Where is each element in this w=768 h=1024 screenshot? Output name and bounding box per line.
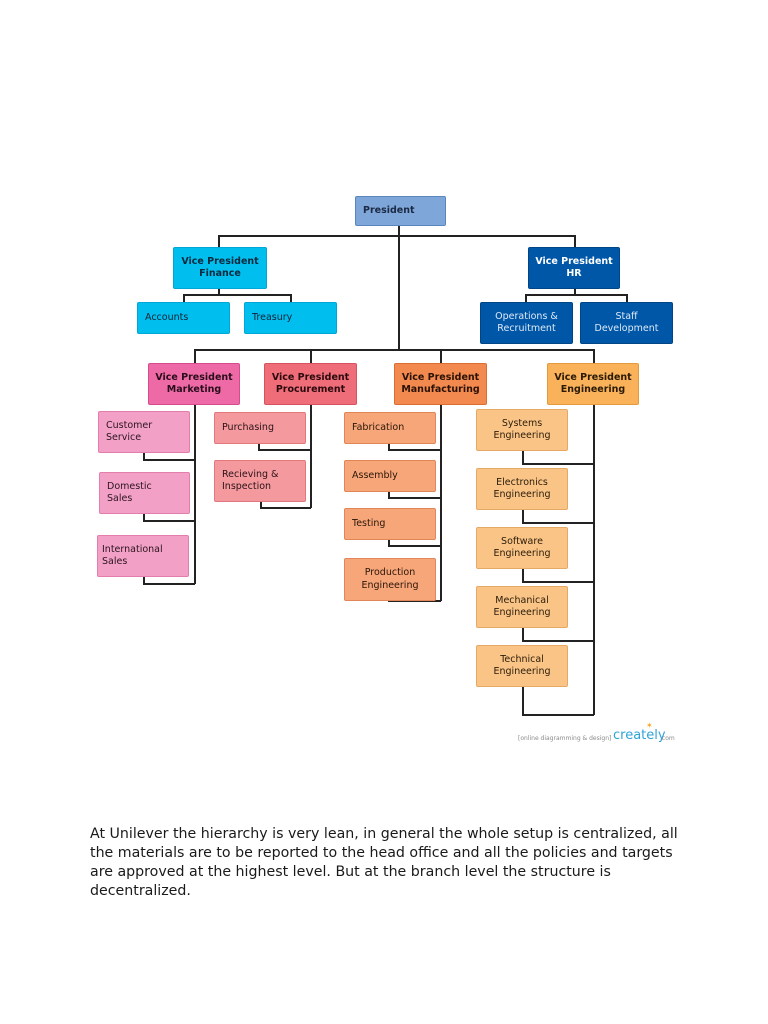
connector [522, 581, 594, 583]
connector [388, 539, 390, 546]
domestic-sales-box: Domestic Sales [99, 472, 190, 514]
accounts-box: Accounts [137, 302, 230, 334]
connector [183, 294, 291, 296]
connector [143, 452, 145, 460]
vp-finance-box: Vice President Finance [173, 247, 267, 289]
operations-recruitment-box: Operations & Recruitment [480, 302, 573, 344]
connector [522, 569, 524, 582]
connector [522, 451, 524, 464]
connector [194, 349, 594, 351]
connector [388, 449, 441, 451]
connector [593, 405, 595, 715]
production-engineering-box: Production Engineering [344, 558, 436, 601]
connector [218, 235, 220, 247]
connector [388, 443, 390, 450]
treasury-box: Treasury [244, 302, 337, 334]
connector [143, 520, 195, 522]
watermark-suffix: .com [660, 735, 675, 742]
systems-engineering-box: Systems Engineering [476, 409, 568, 451]
connector [194, 349, 196, 363]
connector [143, 576, 145, 584]
connector [440, 349, 442, 363]
connector [522, 640, 594, 642]
connector [525, 294, 527, 302]
testing-box: Testing [344, 508, 436, 540]
connector [194, 405, 196, 584]
vp-manufacturing-box: Vice President Manufacturing [394, 363, 487, 405]
connector [310, 405, 312, 508]
connector [388, 545, 441, 547]
connector [183, 294, 185, 302]
connector [522, 714, 594, 716]
vp-engineering-box: Vice President Engineering [547, 363, 639, 405]
purchasing-box: Purchasing [214, 412, 306, 444]
connector [258, 443, 260, 450]
connector [260, 502, 262, 508]
watermark-tagline: [online diagramming & design] [518, 735, 612, 742]
international-sales-box: International Sales [97, 535, 189, 577]
connector [593, 349, 595, 363]
connector [522, 522, 594, 524]
staff-development-box: Staff Development [580, 302, 673, 344]
assembly-box: Assembly [344, 460, 436, 492]
fabrication-box: Fabrication [344, 412, 436, 444]
connector [398, 226, 400, 350]
vp-procurement-box: Vice President Procurement [264, 363, 357, 405]
creately-logo: creately [613, 728, 666, 743]
electronics-engineering-box: Electronics Engineering [476, 468, 568, 510]
connector [218, 289, 220, 295]
connector [388, 491, 390, 498]
connector [525, 294, 627, 296]
president-box: President [355, 196, 446, 226]
connector [290, 294, 292, 302]
software-engineering-box: Software Engineering [476, 527, 568, 569]
star-icon: ✶ [646, 721, 653, 730]
vp-marketing-box: Vice President Marketing [148, 363, 240, 405]
connector [440, 405, 442, 601]
body-paragraph: At Unilever the hierarchy is very lean, … [90, 826, 678, 899]
technical-engineering-box: Technical Engineering [476, 645, 568, 687]
connector [388, 497, 441, 499]
connector [218, 235, 575, 237]
connector [626, 294, 628, 302]
mechanical-engineering-box: Mechanical Engineering [476, 586, 568, 628]
connector [143, 514, 145, 521]
connector [522, 628, 524, 641]
vp-hr-box: Vice President HR [528, 247, 620, 289]
connector [574, 289, 576, 295]
org-chart: President Vice President Finance Account… [97, 196, 688, 748]
connector [574, 235, 576, 247]
connector [522, 687, 524, 715]
connector [522, 463, 594, 465]
connector [143, 459, 195, 461]
connector [260, 507, 311, 509]
connector [143, 583, 195, 585]
connector [310, 349, 312, 363]
receiving-inspection-box: Recieving & Inspection [214, 460, 306, 502]
creately-watermark: [online diagramming & design] ✶ creately… [518, 721, 688, 748]
customer-service-box: Customer Service [98, 411, 190, 453]
connector [522, 510, 524, 523]
connector [258, 449, 311, 451]
